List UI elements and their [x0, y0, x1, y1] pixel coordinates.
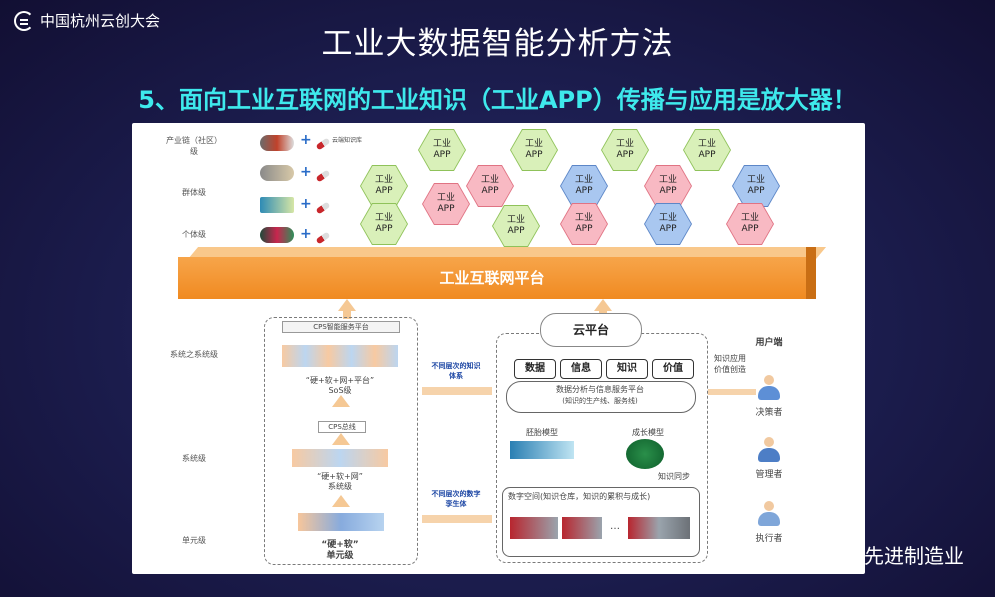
embryo-model-image [510, 441, 574, 459]
system-machines-image [292, 449, 388, 467]
tag-information: 信息 [560, 359, 602, 379]
cps-service-platform: CPS智能服务平台 [282, 321, 400, 333]
level-label-group: 群体级 [182, 188, 206, 197]
cloud-platform: 云平台 [540, 313, 642, 347]
digital-space-label: 数字空间(知识仓库，知识的累积与成长) [508, 492, 651, 501]
level-label-individual: 个体级 [182, 230, 206, 239]
cps-bus: CPS总线 [318, 421, 366, 433]
factory-image [260, 197, 294, 213]
watermark-text: 先进制造业 [864, 544, 964, 568]
plus-icon: + [300, 226, 312, 242]
analysis-platform-title: 数据分析与信息服务平台 [556, 385, 644, 394]
growth-model-label: 成长模型 [632, 428, 664, 437]
plus-icon: + [300, 196, 312, 212]
level-label-system: 系统级 [182, 454, 206, 463]
up-arrow-icon [332, 395, 350, 407]
platform-bar-side [806, 247, 816, 299]
industrial-internet-platform: 工业互联网平台 [178, 257, 806, 299]
up-arrow-icon [332, 495, 350, 507]
capsule-icon [315, 137, 331, 151]
executor-label: 执行者 [755, 534, 783, 544]
unit-label: “硬+软” [321, 540, 359, 550]
tag-value: 价值 [652, 359, 694, 379]
analysis-platform-subtitle: (知识的生产线、服务线) [562, 397, 638, 405]
plus-icon: + [300, 164, 312, 180]
machine-image [260, 227, 294, 243]
up-arrow-icon [594, 299, 612, 311]
analysis-platform [506, 381, 696, 413]
level-label-industry-chain: 产业链（社区）级 [166, 136, 222, 156]
digital-twin-image [562, 517, 602, 539]
logo-text: 中国杭州云创大会 [40, 12, 161, 30]
unit-machines-image [298, 513, 384, 531]
manager-icon [756, 437, 782, 465]
system-level: 系统级 [328, 482, 352, 491]
decision-maker-icon [756, 375, 782, 403]
sos-machines-image [282, 345, 398, 367]
digital-twin-image [628, 517, 690, 539]
digital-twin-note: 不同层次的数字孪生体 [431, 490, 481, 508]
tag-data: 数据 [514, 359, 556, 379]
ellipsis: … [610, 521, 620, 532]
unit-level: 单元级 [326, 551, 354, 561]
capsule-icon [315, 201, 331, 215]
logo-icon [14, 10, 34, 31]
up-arrow-icon [338, 299, 356, 311]
bidirectional-arrow [422, 387, 492, 395]
digital-twin-image [510, 517, 558, 539]
slide-subtitle: 5、面向工业互联网的工业知识（工业APP）传播与应用是放大器！ [138, 86, 857, 114]
capsule-icon [315, 169, 331, 183]
knowledge-system-note: 不同层次的知识体系 [431, 362, 481, 380]
knowledge-sync-label: 知识同步 [658, 472, 690, 481]
wechat-icon [836, 545, 858, 564]
knowledge-application-label: 知识应用 [714, 354, 746, 363]
conference-logo: 中国杭州云创大会 [14, 10, 160, 31]
system-label: “硬+软+网” [317, 472, 363, 481]
growth-model-image [626, 439, 664, 469]
knowledge-base-note: 云端知识库 [332, 137, 363, 144]
sos-level: SoS级 [328, 386, 352, 395]
user-side-label: 用户端 [755, 338, 783, 348]
level-label-unit: 单元级 [182, 536, 206, 545]
sos-label: “硬+软+网+平台” [305, 376, 375, 385]
bidirectional-arrow [422, 515, 492, 523]
cps-hierarchy-box [264, 317, 418, 565]
manager-label: 管理者 [755, 470, 783, 480]
value-creation-label: 价值创造 [714, 365, 746, 374]
tag-knowledge: 知识 [606, 359, 648, 379]
executor-icon [756, 501, 782, 529]
slide-title: 工业大数据智能分析方法 [321, 26, 674, 62]
wechat-watermark: 先进制造业 [836, 540, 964, 569]
plus-icon: + [300, 132, 312, 148]
arrow-stem [343, 311, 351, 319]
machine-image [260, 165, 294, 181]
right-arrow [708, 389, 756, 395]
level-label-system-of-systems: 系统之系统级 [170, 350, 218, 359]
up-arrow-icon [332, 433, 350, 445]
capsule-icon [315, 231, 331, 245]
decision-maker-label: 决策者 [755, 408, 783, 418]
machine-image [260, 135, 294, 151]
embryo-model-label: 胚胎模型 [526, 428, 558, 437]
